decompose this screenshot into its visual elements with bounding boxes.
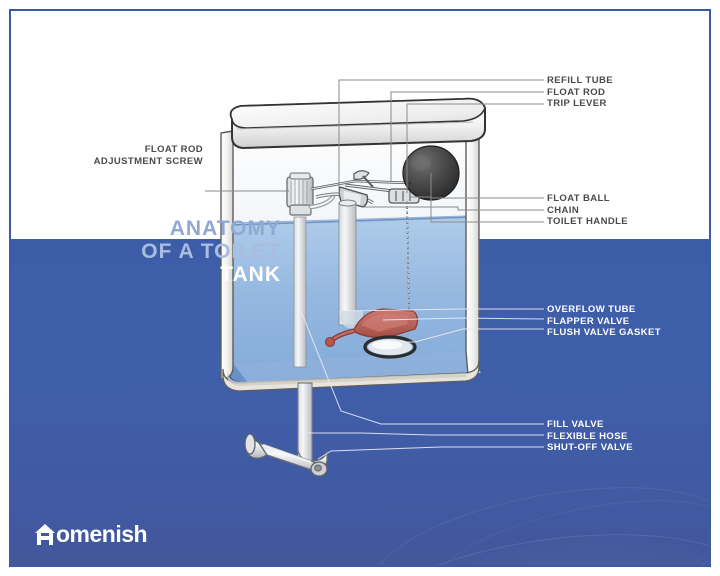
label-group-lower-right: OVERFLOW TUBE FLAPPER VALVE FLUSH VALVE … xyxy=(547,304,661,339)
label-group-bottom-right: FILL VALVE FLEXIBLE HOSE SHUT-OFF VALVE xyxy=(547,419,633,454)
label-trip-lever: TRIP LEVER xyxy=(547,98,607,109)
label-chain: CHAIN xyxy=(547,204,580,216)
brand-logo: omenish xyxy=(35,521,148,547)
label-toilet-handle: TOILET HANDLE xyxy=(547,216,629,227)
label-fill-valve: FILL VALVE xyxy=(547,419,604,430)
title-line-2: OF A TOILET xyxy=(141,240,281,263)
label-overflow-tube: OVERFLOW TUBE xyxy=(547,304,636,315)
label-flush-valve-gasket: FLUSH VALVE GASKET xyxy=(547,327,661,338)
label-float-rod: FLOAT ROD xyxy=(547,86,606,98)
label-line: ADJUSTMENT SCREW xyxy=(93,155,203,167)
house-icon xyxy=(35,524,55,545)
title-line-1: ANATOMY xyxy=(169,217,281,240)
label-line: FLOAT ROD xyxy=(144,144,203,155)
label-flexible-hose: FLEXIBLE HOSE xyxy=(547,430,628,442)
label-flapper-valve: FLAPPER VALVE xyxy=(547,315,630,327)
background-lower-blue xyxy=(11,239,709,565)
brand-name: omenish xyxy=(56,521,148,547)
label-group-mid-right: FLOAT BALL CHAIN TOILET HANDLE xyxy=(547,193,628,228)
page-title: ANATOMY OF A TOILET TANK xyxy=(71,217,281,286)
title-line-3: TANK xyxy=(220,263,281,286)
image-frame: ANATOMY OF A TOILET TANK omenish FLOAT R… xyxy=(9,9,711,567)
label-refill-tube: REFILL TUBE xyxy=(547,75,613,86)
label-shut-off-valve: SHUT-OFF VALVE xyxy=(547,442,633,453)
label-group-top-right: REFILL TUBE FLOAT ROD TRIP LEVER xyxy=(547,75,613,110)
label-float-ball: FLOAT BALL xyxy=(547,193,610,204)
label-float-rod-adjustment-screw: FLOAT ROD ADJUSTMENT SCREW xyxy=(41,144,203,167)
